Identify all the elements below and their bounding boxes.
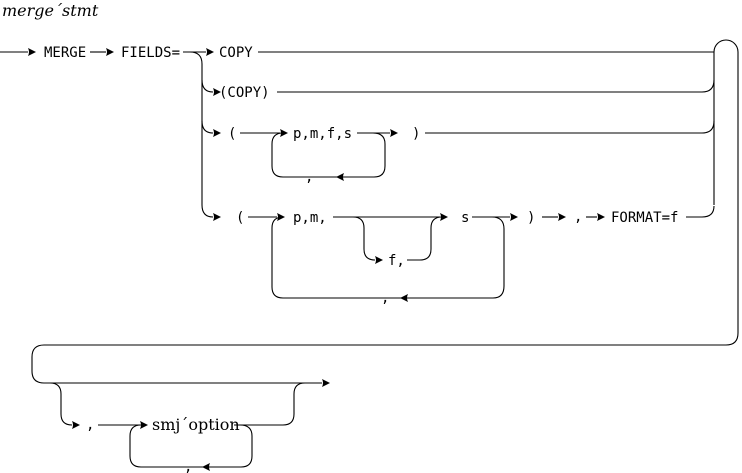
- branch4-pm: p,m,: [293, 210, 327, 226]
- branch2-takeoff-rail: [201, 79, 214, 93]
- branch4-loop-right-rail: [491, 216, 505, 299]
- branch4-f-comma: f,: [388, 253, 405, 269]
- arrowhead-right: [510, 213, 518, 221]
- arrowhead-right: [322, 379, 330, 387]
- smj-dip-rail: [49, 382, 73, 426]
- branch2-exit-rail: [277, 79, 715, 93]
- labels: MERGE FIELDS= COPY (COPY) ( p,m,f,s ) , …: [44, 45, 678, 473]
- arrowhead-right: [28, 48, 36, 56]
- arrowhead-right: [558, 213, 566, 221]
- branch3-rparen: ): [412, 126, 420, 142]
- arrowhead-left: [336, 173, 344, 181]
- branch3-loop-comma: ,: [305, 169, 313, 185]
- arrowhead-right: [390, 129, 398, 137]
- branch4-lparen: (: [236, 210, 244, 226]
- main-down-and-skip-rail: [31, 52, 739, 384]
- option-copy-paren: (COPY): [219, 85, 270, 101]
- smj-lead-comma: ,: [86, 417, 94, 433]
- arrowhead-right: [277, 213, 285, 221]
- branch4-loop-comma: ,: [381, 290, 389, 306]
- smj-exit-rejoin-rail: [234, 382, 306, 426]
- keyword-fields: FIELDS=: [121, 45, 180, 61]
- branch4-format-exit-rail: [686, 205, 715, 218]
- diagram-title: merge´stmt: [2, 1, 99, 20]
- branch4-rparen: ): [527, 210, 535, 226]
- arrowhead-right: [597, 213, 605, 221]
- option-copy: COPY: [219, 45, 253, 61]
- smj-loop-right-rail: [239, 424, 253, 468]
- branch4-f-return-rail: [407, 216, 443, 261]
- smj-option-var: smj´option: [152, 415, 240, 434]
- branch3-takeoff-rail: [201, 120, 214, 134]
- keyword-merge: MERGE: [44, 45, 86, 61]
- arrowheads: [28, 48, 605, 471]
- arrowhead-right: [213, 88, 221, 96]
- arrowhead-right: [213, 129, 221, 137]
- arrowhead-right: [206, 48, 214, 56]
- keyword-format: FORMAT=f: [611, 210, 678, 226]
- arrowhead-right: [213, 213, 221, 221]
- rail-lines: [0, 39, 739, 468]
- arrowhead-right: [375, 256, 383, 264]
- alternatives-split-rail: [189, 51, 214, 218]
- arrowhead-left: [202, 463, 210, 471]
- branch4-f-dip-rail: [352, 216, 376, 261]
- smj-loop-left-rail: [129, 424, 142, 468]
- branch4-s: s: [461, 210, 469, 226]
- branch3-pmfs: p,m,f,s: [293, 126, 352, 142]
- branch3-loop-right-rail: [372, 132, 386, 178]
- merge-cap-rail: [713, 39, 739, 53]
- branch3-loop-left-rail: [271, 132, 284, 178]
- branch3-close-exit-rail: [425, 120, 715, 134]
- arrowhead-right: [140, 421, 148, 429]
- smj-loop-comma: ,: [184, 459, 192, 473]
- arrowhead-right: [280, 129, 288, 137]
- arrowhead-right: [440, 213, 448, 221]
- branch4-sep-comma: ,: [574, 209, 582, 225]
- arrowhead-right: [72, 421, 80, 429]
- arrowhead-right: [106, 48, 114, 56]
- arrowhead-left: [400, 294, 408, 302]
- branch4-loop-left-rail: [271, 216, 284, 299]
- branch3-lparen: (: [228, 126, 236, 142]
